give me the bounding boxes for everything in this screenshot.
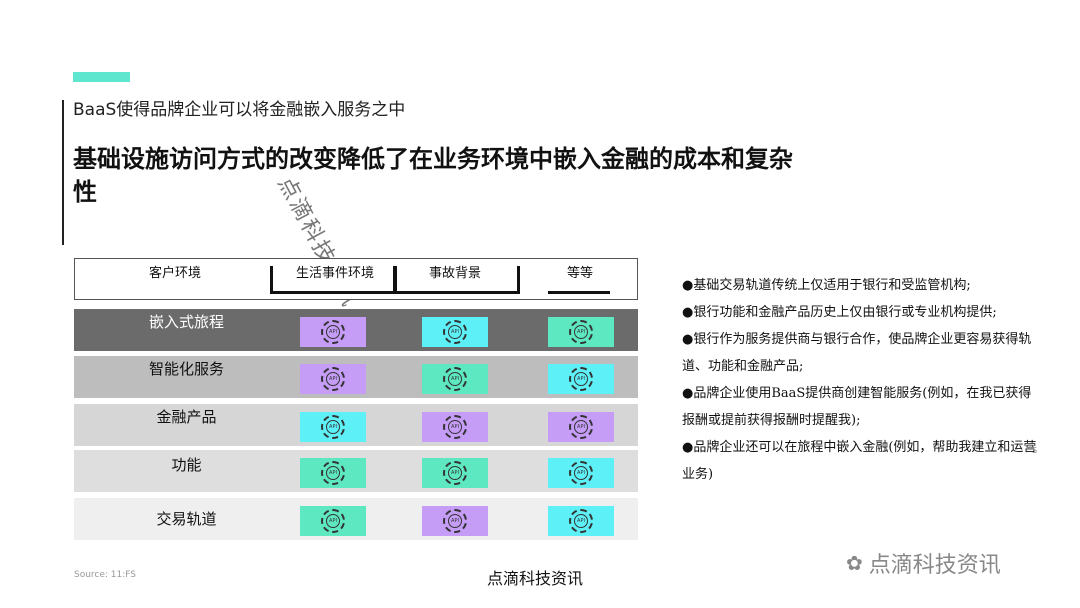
api-gear-icon: API xyxy=(443,367,467,391)
header-etc: 等等 xyxy=(566,266,593,281)
bullet-item: ●银行功能和金融产品历史上仅由银行或专业机构提供; xyxy=(682,305,997,320)
api-badge: API xyxy=(548,364,614,394)
api-gear-icon: API xyxy=(443,320,467,344)
api-badge: API xyxy=(548,317,614,347)
footer-text: 点滴科技资讯 xyxy=(487,569,584,588)
api-gear-icon: API xyxy=(569,509,593,533)
layer-label: 嵌入式旅程 xyxy=(148,313,224,331)
api-badge: API xyxy=(422,506,488,536)
api-label: API xyxy=(574,420,588,434)
api-badge: API xyxy=(422,317,488,347)
header-life-event: 生活事件环境 xyxy=(295,266,374,281)
api-badge: API xyxy=(300,364,366,394)
api-badge: API xyxy=(300,506,366,536)
bullet-item: ●品牌企业使用BaaS提供商创建智能服务(例如，在我已获得报酬或提前获得报酬时提… xyxy=(682,386,1032,428)
api-label: API xyxy=(326,420,340,434)
page-title: 基础设施访问方式的改变降低了在业务环境中嵌入金融的成本和复杂性 xyxy=(73,145,793,206)
api-label: API xyxy=(326,514,340,528)
api-gear-icon: API xyxy=(569,320,593,344)
layer-label: 交易轨道 xyxy=(156,510,217,528)
stray-mark: S xyxy=(1032,446,1038,455)
api-badge: API xyxy=(422,412,488,442)
api-label: API xyxy=(326,325,340,339)
layer-label: 智能化服务 xyxy=(148,360,224,378)
api-badge: API xyxy=(300,458,366,488)
title-rule xyxy=(62,100,64,245)
api-badge: API xyxy=(422,458,488,488)
api-gear-icon: API xyxy=(321,320,345,344)
api-badge: API xyxy=(548,506,614,536)
api-label: API xyxy=(574,514,588,528)
bullet-item: ●品牌企业还可以在旅程中嵌入金融(例如，帮助我建立和运营业务) xyxy=(682,440,1037,482)
api-badge: API xyxy=(300,412,366,442)
bullet-list: ●基础交易轨道传统上仅适用于银行和受监管机构; ●银行功能和金融产品历史上仅由银… xyxy=(682,272,1042,488)
bracket-etc xyxy=(548,284,610,294)
layer-row: 交易轨道 API API API xyxy=(74,498,638,540)
api-gear-icon: API xyxy=(569,367,593,391)
api-label: API xyxy=(574,372,588,386)
api-gear-icon: API xyxy=(321,367,345,391)
header-incident: 事故背景 xyxy=(428,266,481,281)
api-gear-icon: API xyxy=(569,461,593,485)
api-label: API xyxy=(574,466,588,480)
brand-name: 点滴科技资讯 xyxy=(868,553,1001,578)
api-label: API xyxy=(326,372,340,386)
source-note: Source: 11:FS xyxy=(74,570,137,580)
api-gear-icon: API xyxy=(569,415,593,439)
layer-label: 功能 xyxy=(171,456,202,474)
api-label: API xyxy=(326,466,340,480)
layer-row: 功能 API API API xyxy=(74,450,638,492)
api-gear-icon: API xyxy=(443,461,467,485)
accent-bar xyxy=(73,72,130,82)
api-label: API xyxy=(448,420,462,434)
api-gear-icon: API xyxy=(321,415,345,439)
api-gear-icon: API xyxy=(443,415,467,439)
api-badge: API xyxy=(300,317,366,347)
bullet-item: ●基础交易轨道传统上仅适用于银行和受监管机构; xyxy=(682,278,971,293)
api-gear-icon: API xyxy=(321,461,345,485)
api-label: API xyxy=(448,325,462,339)
api-label: API xyxy=(448,514,462,528)
layer-label: 金融产品 xyxy=(156,408,217,426)
api-gear-icon: API xyxy=(321,509,345,533)
bracket-life-event xyxy=(270,266,396,294)
subtitle: BaaS使得品牌企业可以将金融嵌入服务之中 xyxy=(73,100,406,120)
api-badge: API xyxy=(548,412,614,442)
header-customer-env: 客户环境 xyxy=(148,266,201,281)
wechat-icon: ✿ xyxy=(846,551,863,575)
layer-row: 智能化服务 API API API xyxy=(74,356,638,398)
api-badge: API xyxy=(548,458,614,488)
brand-logo: ✿ 点滴科技资讯 xyxy=(846,547,1001,579)
bracket-incident xyxy=(394,266,520,294)
api-badge: API xyxy=(422,364,488,394)
layer-row: 嵌入式旅程 API API API xyxy=(74,309,638,351)
bullet-item: ●银行作为服务提供商与银行合作，使品牌企业更容易获得轨道、功能和金融产品; xyxy=(682,332,1032,374)
api-label: API xyxy=(448,372,462,386)
api-gear-icon: API xyxy=(443,509,467,533)
layer-row: 金融产品 API API API xyxy=(74,404,638,446)
api-label: API xyxy=(574,325,588,339)
api-label: API xyxy=(448,466,462,480)
